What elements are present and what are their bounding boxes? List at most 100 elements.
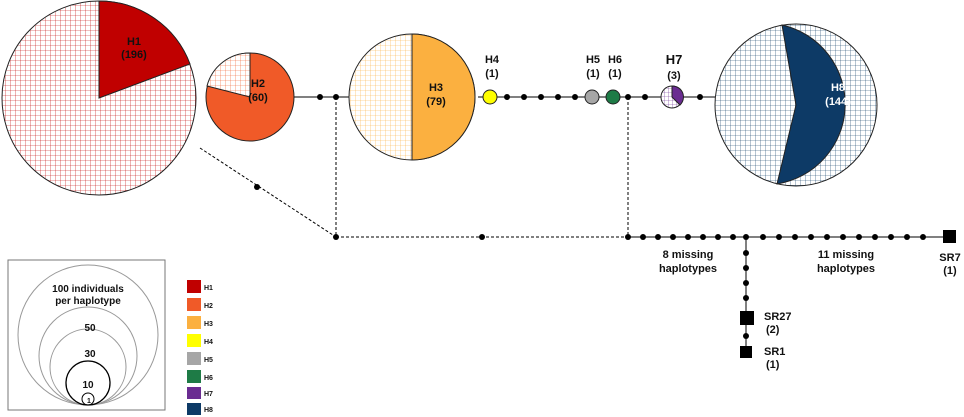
median-dot [904,234,910,240]
legend-label-h4: H4 [204,339,213,346]
median-dot [640,234,646,240]
legend-swatch-h1 [187,280,201,293]
median-dot [572,94,578,100]
h4-count: (1) [485,68,499,80]
sr27-square [740,311,754,325]
h7-solid-slice [671,85,684,106]
size-label-10: 10 [82,380,94,391]
median-dot [920,234,926,240]
legend-swatch-h7 [187,387,201,399]
legend-label-h7: H7 [204,391,213,398]
median-dot [700,234,706,240]
median-dot [538,94,544,100]
median-dot [317,94,323,100]
median-vectors [254,94,926,339]
missing-left-line2: haplotypes [659,263,717,275]
legend-swatch-h6 [187,370,201,383]
sample-sr7: SR7 (1) [939,230,961,277]
size-legend-frame [7,259,166,411]
median-dot [521,94,527,100]
legend-swatch-h5 [187,352,201,365]
median-dot [333,234,339,240]
h8-count: (144) [825,96,851,108]
sr1-square [740,346,752,358]
median-dot [685,234,691,240]
haplotype-h2: H2 (60) [205,52,295,142]
sample-sr1: SR1 (1) [740,346,785,371]
missing-right-line1: 11 missing [818,249,874,261]
h5-count: (1) [586,68,600,80]
size-label-50: 50 [84,323,96,334]
sr7-name: SR7 [939,252,960,264]
haplotype-h1: H1 (196) [1,0,197,196]
size-label-1: 1 [87,398,91,405]
legend-label-h6: H6 [204,375,213,382]
h8-solid-slice [776,24,846,185]
median-dot [743,295,749,301]
sr7-square [943,230,956,243]
haplotype-h3: H3 (79) [348,33,476,161]
haplotype-h6: H6 (1) [605,54,622,105]
median-dot [642,94,648,100]
size-label-30: 30 [84,349,96,360]
haplotype-h4: H4 (1) [482,54,500,105]
h8-name: H8 [831,82,845,94]
h6-circle [605,89,621,105]
legend-swatch-h3 [187,316,201,329]
h1-name: H1 [127,36,141,48]
median-dot [743,250,749,256]
median-dot [555,94,561,100]
median-dot [792,234,798,240]
median-dot [730,234,736,240]
sample-sr27: SR27 (2) [740,311,792,336]
median-dot [824,234,830,240]
median-dot [254,184,260,190]
h4-circle [482,89,498,105]
median-dot [872,234,878,240]
h4-name: H4 [485,54,500,66]
median-dot [743,333,749,339]
edge-dashed-h1 [199,147,337,238]
legend-label-h8: H8 [204,407,213,414]
median-dot [743,265,749,271]
h2-name: H2 [251,78,265,90]
haplotype-h7: H7 (3) [660,52,684,109]
h2-hatched-slice [206,52,251,98]
h7-count: (3) [667,70,681,82]
h7-name: H7 [666,52,683,67]
median-dot [697,94,703,100]
sr27-name: SR27 [764,311,792,323]
median-dot [333,94,339,100]
median-dot [840,234,846,240]
median-dot [655,234,661,240]
missing-right-line2: haplotypes [817,263,875,275]
median-dot [776,234,782,240]
median-dot [743,280,749,286]
median-dot [625,234,631,240]
median-dot [743,234,749,240]
size-legend-title-line1: 100 individuals [52,284,124,295]
missing-left-line1: 8 missing [663,249,714,261]
median-dot [856,234,862,240]
median-dot [760,234,766,240]
h5-circle [584,89,600,105]
sr1-count: (1) [766,359,780,371]
median-dot [715,234,721,240]
legend-label-h1: H1 [204,285,213,292]
sr27-count: (2) [766,324,780,336]
sr7-count: (1) [943,265,957,277]
legend-swatch-h8 [187,403,201,415]
h3-count: (79) [426,96,446,108]
haplotype-h8: H8 (144) [714,23,878,187]
median-dot [888,234,894,240]
legend-swatch-h4 [187,334,201,347]
haplotype-h5: H5 (1) [584,54,600,105]
h1-count: (196) [121,49,147,61]
h3-solid-half [411,33,476,161]
median-dot [479,234,485,240]
h3-name: H3 [429,82,443,94]
size-legend: 100 individuals per haplotype 50 30 10 1 [7,259,166,411]
h1-solid-slice [98,0,191,99]
h6-name: H6 [608,54,622,66]
